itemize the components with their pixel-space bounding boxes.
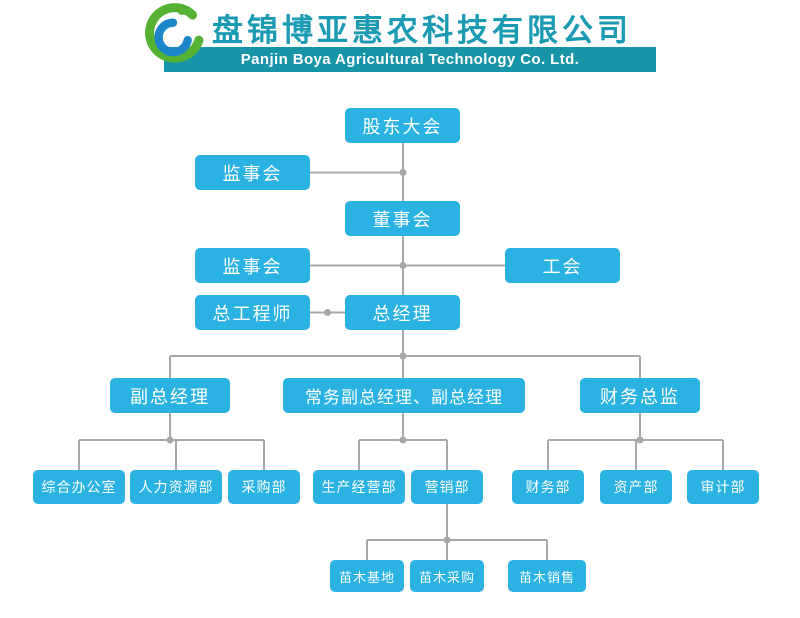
org-node-general-office: 综合办公室	[33, 470, 125, 504]
org-node-labor-union: 工会	[505, 248, 620, 283]
connector-lines	[78, 143, 724, 560]
org-node-chief-engineer: 总工程师	[195, 295, 310, 330]
org-node-production-operation-dept: 生产经营部	[313, 470, 405, 504]
org-node-finance-dept: 财务部	[512, 470, 584, 504]
company-name-en-banner: Panjin Boya Agricultural Technology Co. …	[164, 47, 656, 72]
org-node-supervisory-board-lower: 监事会	[195, 248, 310, 283]
org-node-supervisory-board-upper: 监事会	[195, 155, 310, 190]
org-node-shareholders-meeting: 股东大会	[345, 108, 460, 143]
org-node-deputy-general-manager: 副总经理	[110, 378, 230, 413]
company-name-zh: 盘锦博亚惠农科技有限公司	[212, 13, 632, 48]
org-node-seedling-purchasing: 苗木采购	[410, 560, 484, 592]
logo-outer-swirl	[145, 3, 204, 63]
logo-leaf-dot	[177, 5, 187, 15]
logo-inner-swirl	[154, 18, 192, 57]
org-node-purchasing-dept: 采购部	[228, 470, 300, 504]
company-logo	[145, 3, 204, 63]
org-node-asset-dept: 资产部	[600, 470, 672, 504]
org-node-seedling-base: 苗木基地	[330, 560, 404, 592]
org-node-general-manager: 总经理	[345, 295, 460, 330]
org-node-executive-deputy-general-manager: 常务副总经理、副总经理	[283, 378, 525, 413]
org-node-seedling-sales: 苗木销售	[508, 560, 586, 592]
junction-dots	[166, 169, 644, 544]
org-node-finance-director: 财务总监	[580, 378, 700, 413]
org-node-board-of-directors: 董事会	[345, 201, 460, 236]
org-node-marketing-dept: 营销部	[411, 470, 483, 504]
org-node-human-resources-dept: 人力资源部	[130, 470, 222, 504]
org-node-audit-dept: 审计部	[687, 470, 759, 504]
